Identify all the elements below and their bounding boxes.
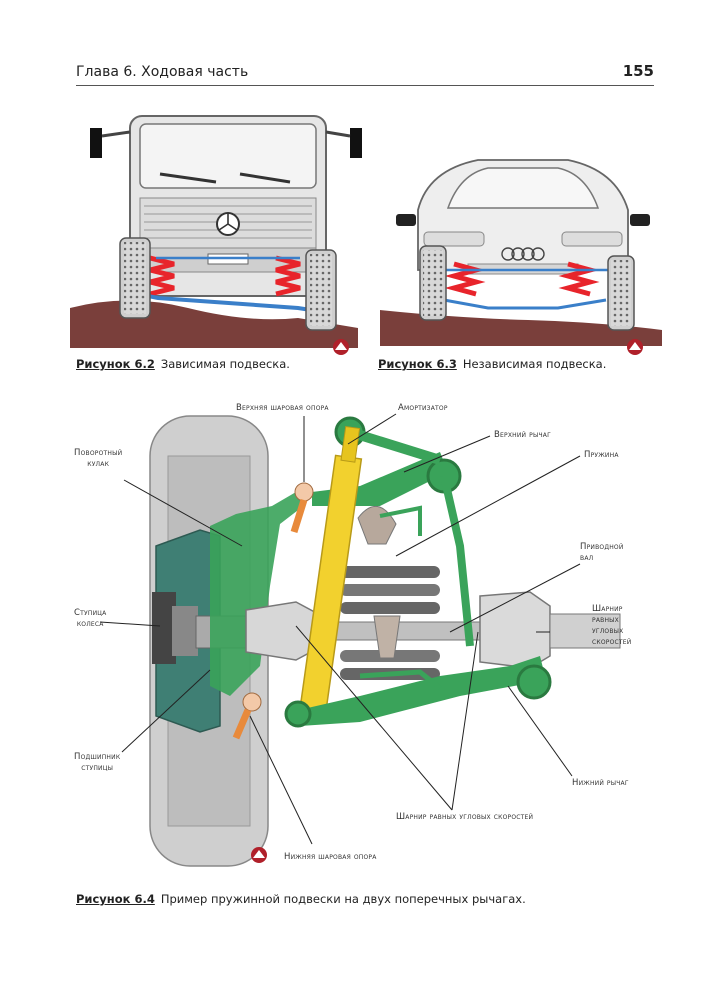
figure-6-4-text: Пример пружинной подвески на двух попере…	[160, 892, 526, 906]
publisher-logo-icon	[333, 339, 349, 355]
brand-emblem	[501, 247, 545, 261]
callout-upper-ball-joint: Верхняя шаровая опора	[236, 403, 329, 413]
lower-spring-mount	[373, 615, 401, 659]
upper-ball-joint	[290, 482, 314, 534]
callout-steering-knuckle-line2: кулак	[87, 459, 110, 469]
right-mirror	[350, 128, 362, 158]
callout-lower-ball-joint: Нижняя шаровая опора	[284, 852, 377, 862]
callout-steering-knuckle: Поворотный кулак	[74, 448, 122, 470]
callout-leaders	[99, 413, 581, 845]
callout-upper-arm: Верхний рычаг	[494, 430, 551, 440]
steering-knuckle	[210, 492, 306, 696]
lower-arm	[290, 656, 546, 726]
figure-6-2-text: Зависимая подвеска.	[160, 357, 290, 371]
callout-hub-bearing-line1: Подшипник	[74, 752, 121, 762]
page-number: 155	[622, 62, 654, 80]
callout-wheel-hub-line1: Ступица	[74, 608, 107, 618]
callout-shock-absorber: Амортизатор	[398, 403, 448, 413]
figure-6-3-car	[380, 159, 662, 346]
callout-lower-arm: Нижний рычаг	[572, 778, 629, 788]
callout-cv-joints: Шарнир равных угловых скоростей	[396, 812, 534, 822]
callout-drive-shaft-line2: вал	[580, 553, 594, 563]
figure-6-2-truck	[70, 115, 362, 348]
left-mirror	[396, 214, 416, 226]
road-surface	[380, 310, 662, 346]
figure-6-4-label: Рисунок 6.4	[76, 892, 155, 906]
car-windshield	[446, 167, 600, 209]
callout-wheel-hub-line2: колеса	[76, 619, 104, 629]
figure-6-3-caption: Рисунок 6.3 Независимая подвеска.	[378, 357, 606, 371]
callout-cv-joint-right-line2: равных	[592, 615, 619, 625]
callout-hub-bearing-line2: ступицы	[81, 763, 114, 773]
header-rule	[76, 85, 654, 86]
right-mirror	[630, 214, 650, 226]
callout-spring: Пружина	[584, 450, 619, 460]
figure-6-4-diagram	[99, 413, 621, 867]
callout-cv-joint-right-line4: скоростей	[592, 637, 632, 647]
callout-cv-joint-right: Шарнир равных угловых скоростей	[592, 604, 631, 648]
callout-wheel-hub: Ступица колеса	[74, 608, 106, 630]
callout-steering-knuckle-line1: Поворотный	[74, 448, 123, 458]
callout-cv-joint-right-line3: угловых	[592, 626, 624, 636]
figure-6-3-label: Рисунок 6.3	[378, 357, 457, 371]
figure-6-2-caption: Рисунок 6.2 Зависимая подвеска.	[76, 357, 290, 371]
left-spring	[149, 255, 175, 297]
chapter-title: Глава 6. Ходовая часть	[76, 64, 249, 80]
publisher-logo-icon	[627, 339, 643, 355]
figure-6-2-label: Рисунок 6.2	[76, 357, 155, 371]
callout-drive-shaft: Приводной вал	[580, 542, 624, 564]
truck-windshield	[139, 123, 317, 189]
callout-hub-bearing: Подшипник ступицы	[74, 752, 120, 774]
cv-joint-inner	[479, 591, 551, 669]
callout-cv-joint-right-line1: Шарнир	[592, 604, 623, 614]
callout-drive-shaft-line1: Приводной	[580, 542, 624, 552]
right-spring	[275, 255, 301, 297]
figure-6-4-caption: Рисунок 6.4 Пример пружинной подвески на …	[76, 892, 526, 906]
figure-6-3-text: Независимая подвеска.	[462, 357, 607, 371]
lower-arms	[443, 298, 607, 310]
lower-ball-joint	[232, 692, 262, 740]
left-mirror	[90, 128, 102, 158]
publisher-logo-icon	[251, 847, 267, 863]
